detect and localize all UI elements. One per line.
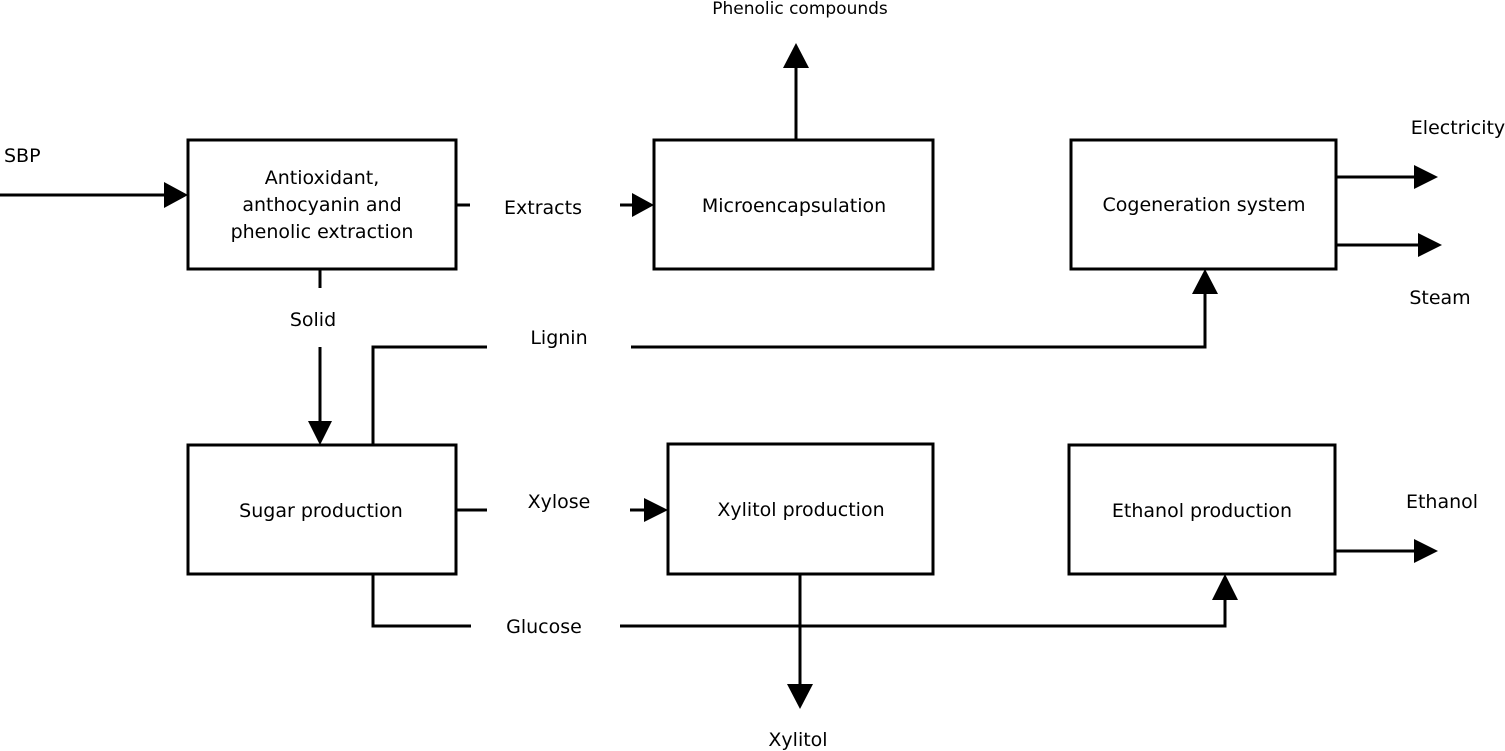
node-cogeneration-system: Cogeneration system (1069, 138, 1338, 271)
flow-lignin: Lignin (371, 269, 1218, 445)
flow-phenolic-compounds-arrowhead (783, 43, 809, 68)
flow-sbp: SBP (0, 145, 188, 208)
flow-solid-arrowhead (308, 421, 332, 445)
node-cogeneration-system-label: Cogeneration system (1103, 194, 1306, 216)
flow-glucose-line-left (371, 574, 471, 628)
flow-lignin-label: Lignin (530, 327, 587, 349)
flow-xylitol-label: Xylitol (768, 729, 827, 751)
flow-ethanol: Ethanol (1335, 491, 1478, 563)
flow-solid-label: Solid (290, 309, 336, 331)
flow-electricity-label: Electricity (1411, 117, 1505, 139)
flow-sbp-arrowhead (164, 182, 188, 208)
node-ethanol-production: Ethanol production (1067, 443, 1337, 576)
flow-lignin-line-left (371, 345, 487, 445)
flow-glucose-arrowhead (1212, 574, 1238, 600)
flow-electricity-arrowhead (1414, 165, 1438, 189)
flow-steam-arrowhead (1418, 233, 1442, 257)
flow-solid: Solid (290, 269, 336, 445)
flow-xylose: Xylose (456, 491, 668, 522)
node-xylitol-production-label: Xylitol production (717, 499, 884, 521)
flow-glucose: Glucose (371, 574, 1238, 638)
node-antioxidant-extraction-label-line2: anthocyanin and (242, 194, 401, 216)
node-microencapsulation: Microencapsulation (652, 138, 935, 271)
node-antioxidant-extraction: Antioxidant, anthocyanin and phenolic ex… (186, 138, 458, 271)
flow-glucose-line-right (620, 598, 1227, 628)
flow-xylitol-arrowhead (787, 684, 813, 709)
node-antioxidant-extraction-label-line1: Antioxidant, (265, 167, 380, 189)
node-antioxidant-extraction-label-line3: phenolic extraction (231, 221, 414, 243)
flow-phenolic-compounds-label: Phenolic compounds (712, 0, 888, 19)
node-xylitol-production: Xylitol production (666, 442, 935, 576)
flow-extracts-arrowhead (632, 193, 654, 217)
flow-lignin-arrowhead (1192, 269, 1218, 294)
flow-xylose-arrowhead (644, 498, 668, 522)
node-ethanol-production-box (1067, 443, 1337, 576)
flow-steam-label: Steam (1409, 287, 1470, 309)
flow-steam: Steam (1336, 233, 1471, 309)
flow-glucose-label: Glucose (506, 616, 582, 638)
flow-electricity: Electricity (1336, 117, 1505, 189)
node-antioxidant-extraction-box (186, 138, 458, 271)
flow-ethanol-label: Ethanol (1406, 491, 1478, 513)
node-cogeneration-system-box (1069, 138, 1338, 271)
node-microencapsulation-box (652, 138, 935, 271)
node-sugar-production-label: Sugar production (239, 500, 403, 522)
flow-ethanol-arrowhead (1414, 539, 1438, 563)
node-microencapsulation-label: Microencapsulation (702, 195, 886, 217)
flow-xylose-label: Xylose (528, 491, 591, 513)
flow-extracts-label: Extracts (504, 197, 582, 219)
flow-phenolic-compounds: Phenolic compounds (712, 0, 888, 140)
flow-lignin-line-right (631, 292, 1207, 349)
flow-extracts: Extracts (456, 193, 654, 219)
flow-xylitol: Xylitol (768, 574, 828, 751)
flow-sbp-label: SBP (4, 145, 41, 167)
node-ethanol-production-label: Ethanol production (1112, 500, 1292, 522)
node-sugar-production: Sugar production (186, 443, 458, 576)
